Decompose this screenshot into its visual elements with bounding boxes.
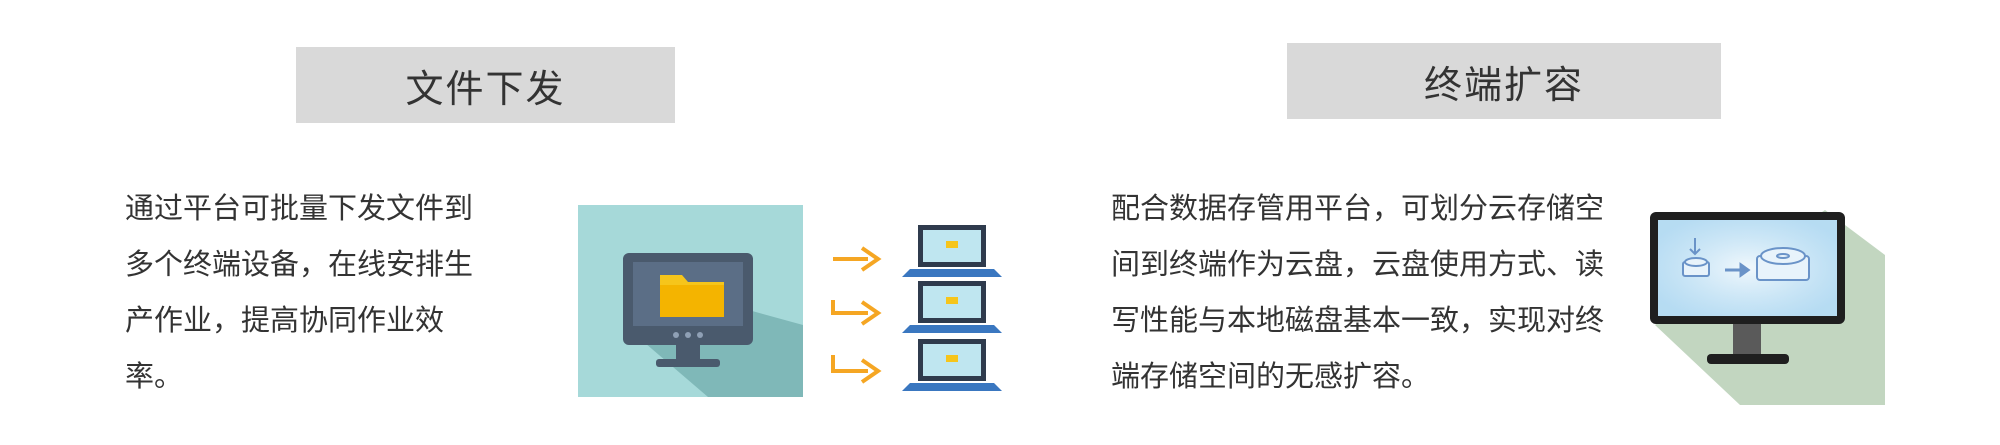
monitor-folder-to-laptops-icon — [578, 205, 1010, 400]
terminal-expansion-title: 终端扩容 — [1287, 43, 1721, 119]
monitor-cloud-disk-icon — [1645, 210, 1885, 405]
file-distribution-description: 通过平台可批量下发文件到多个终端设备，在线安排生产作业，提高协同作业效率。 — [125, 191, 474, 393]
file-distribution-panel: 文件下发 通过平台可批量下发文件到多个终端设备，在线安排生产作业，提高协同作业效… — [125, 47, 1002, 397]
terminal-expansion-description: 配合数据存管用平台，可划分云存储空间到终端作为云盘，云盘使用方式、读写性能与本地… — [1111, 191, 1605, 393]
terminal-expansion-panel: 终端扩容 配合数据存管用平台，可划分云存储空间到终端作为云盘，云盘使用方式、读写… — [1000, 0, 2000, 445]
file-distribution-title: 文件下发 — [296, 47, 675, 123]
